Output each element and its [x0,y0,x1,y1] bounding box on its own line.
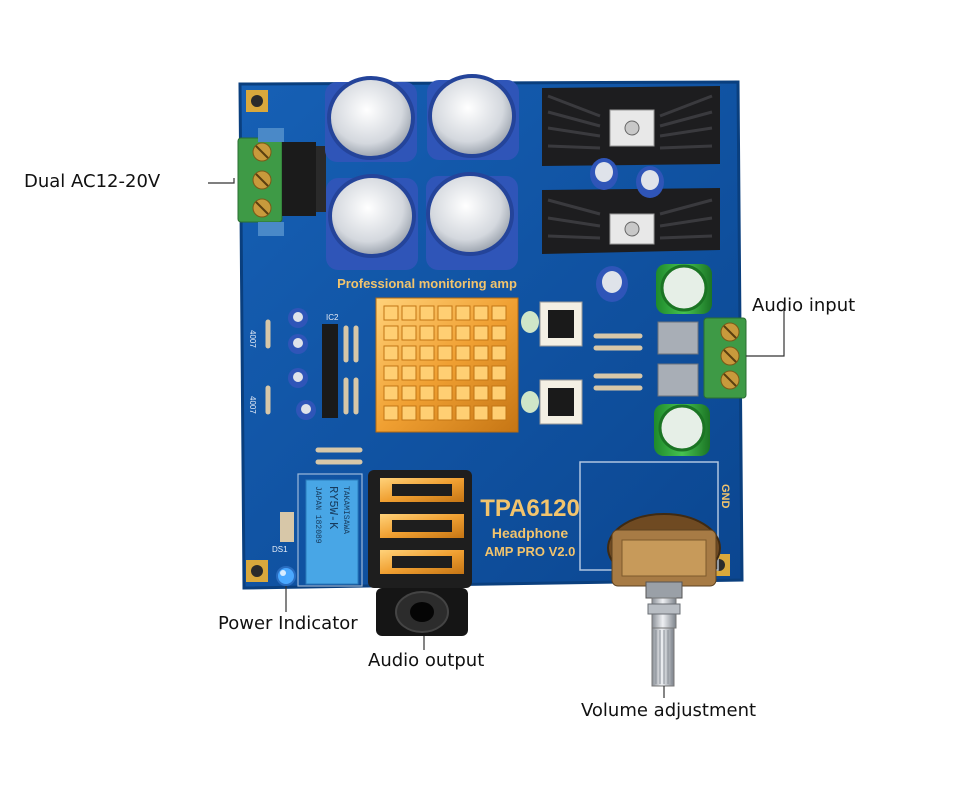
leader-power-input [208,178,235,184]
callout-audio-output: Audio output [368,650,485,671]
gnd-label: GND [719,484,731,509]
callout-volume: Volume adjustment [581,700,757,721]
green-capacitors [654,264,712,456]
power-terminal-block [237,128,326,236]
large-capacitors [325,74,519,270]
board-model: TPA6120 [480,495,580,522]
board-model-text: TPA6120 Headphone AMP PRO V2.0 [480,495,580,559]
gold-heatsink [375,297,519,433]
board-slogan: Professional monitoring amp [337,276,517,291]
headphone-jack [368,470,472,636]
board-subtitle-1: Headphone [492,525,568,541]
diode-label-2: 4007 [248,396,257,414]
volume-potentiometer [607,513,721,687]
power-led [276,566,296,586]
callout-leader-lines [208,178,785,698]
diode-label-1: 4007 [248,330,257,348]
relay-origin: JAPAN 182089 [313,486,322,544]
small-components-left [265,308,643,542]
ic-label: IC2 [326,313,339,322]
led-label: DS1 [272,545,288,554]
silkscreen-labels: IC2 4007 4007 DS1 GND [248,313,731,554]
opamp-sockets [521,301,583,425]
regulator-heatsinks [542,86,720,302]
audio-input-terminal [657,317,747,399]
callout-audio-input: Audio input [752,295,856,316]
leader-audio-input [746,310,785,357]
relay: TAKAMISAWA RY5W-K JAPAN 182089 [305,479,359,585]
board-subtitle-2: AMP PRO V2.0 [485,544,576,559]
relay-model: RY5W-K [326,486,340,530]
callout-power-input: Dual AC12-20V [24,171,161,192]
relay-brand: TAKAMISAWA [341,486,350,534]
callout-power-indicator: Power Indicator [218,613,358,634]
